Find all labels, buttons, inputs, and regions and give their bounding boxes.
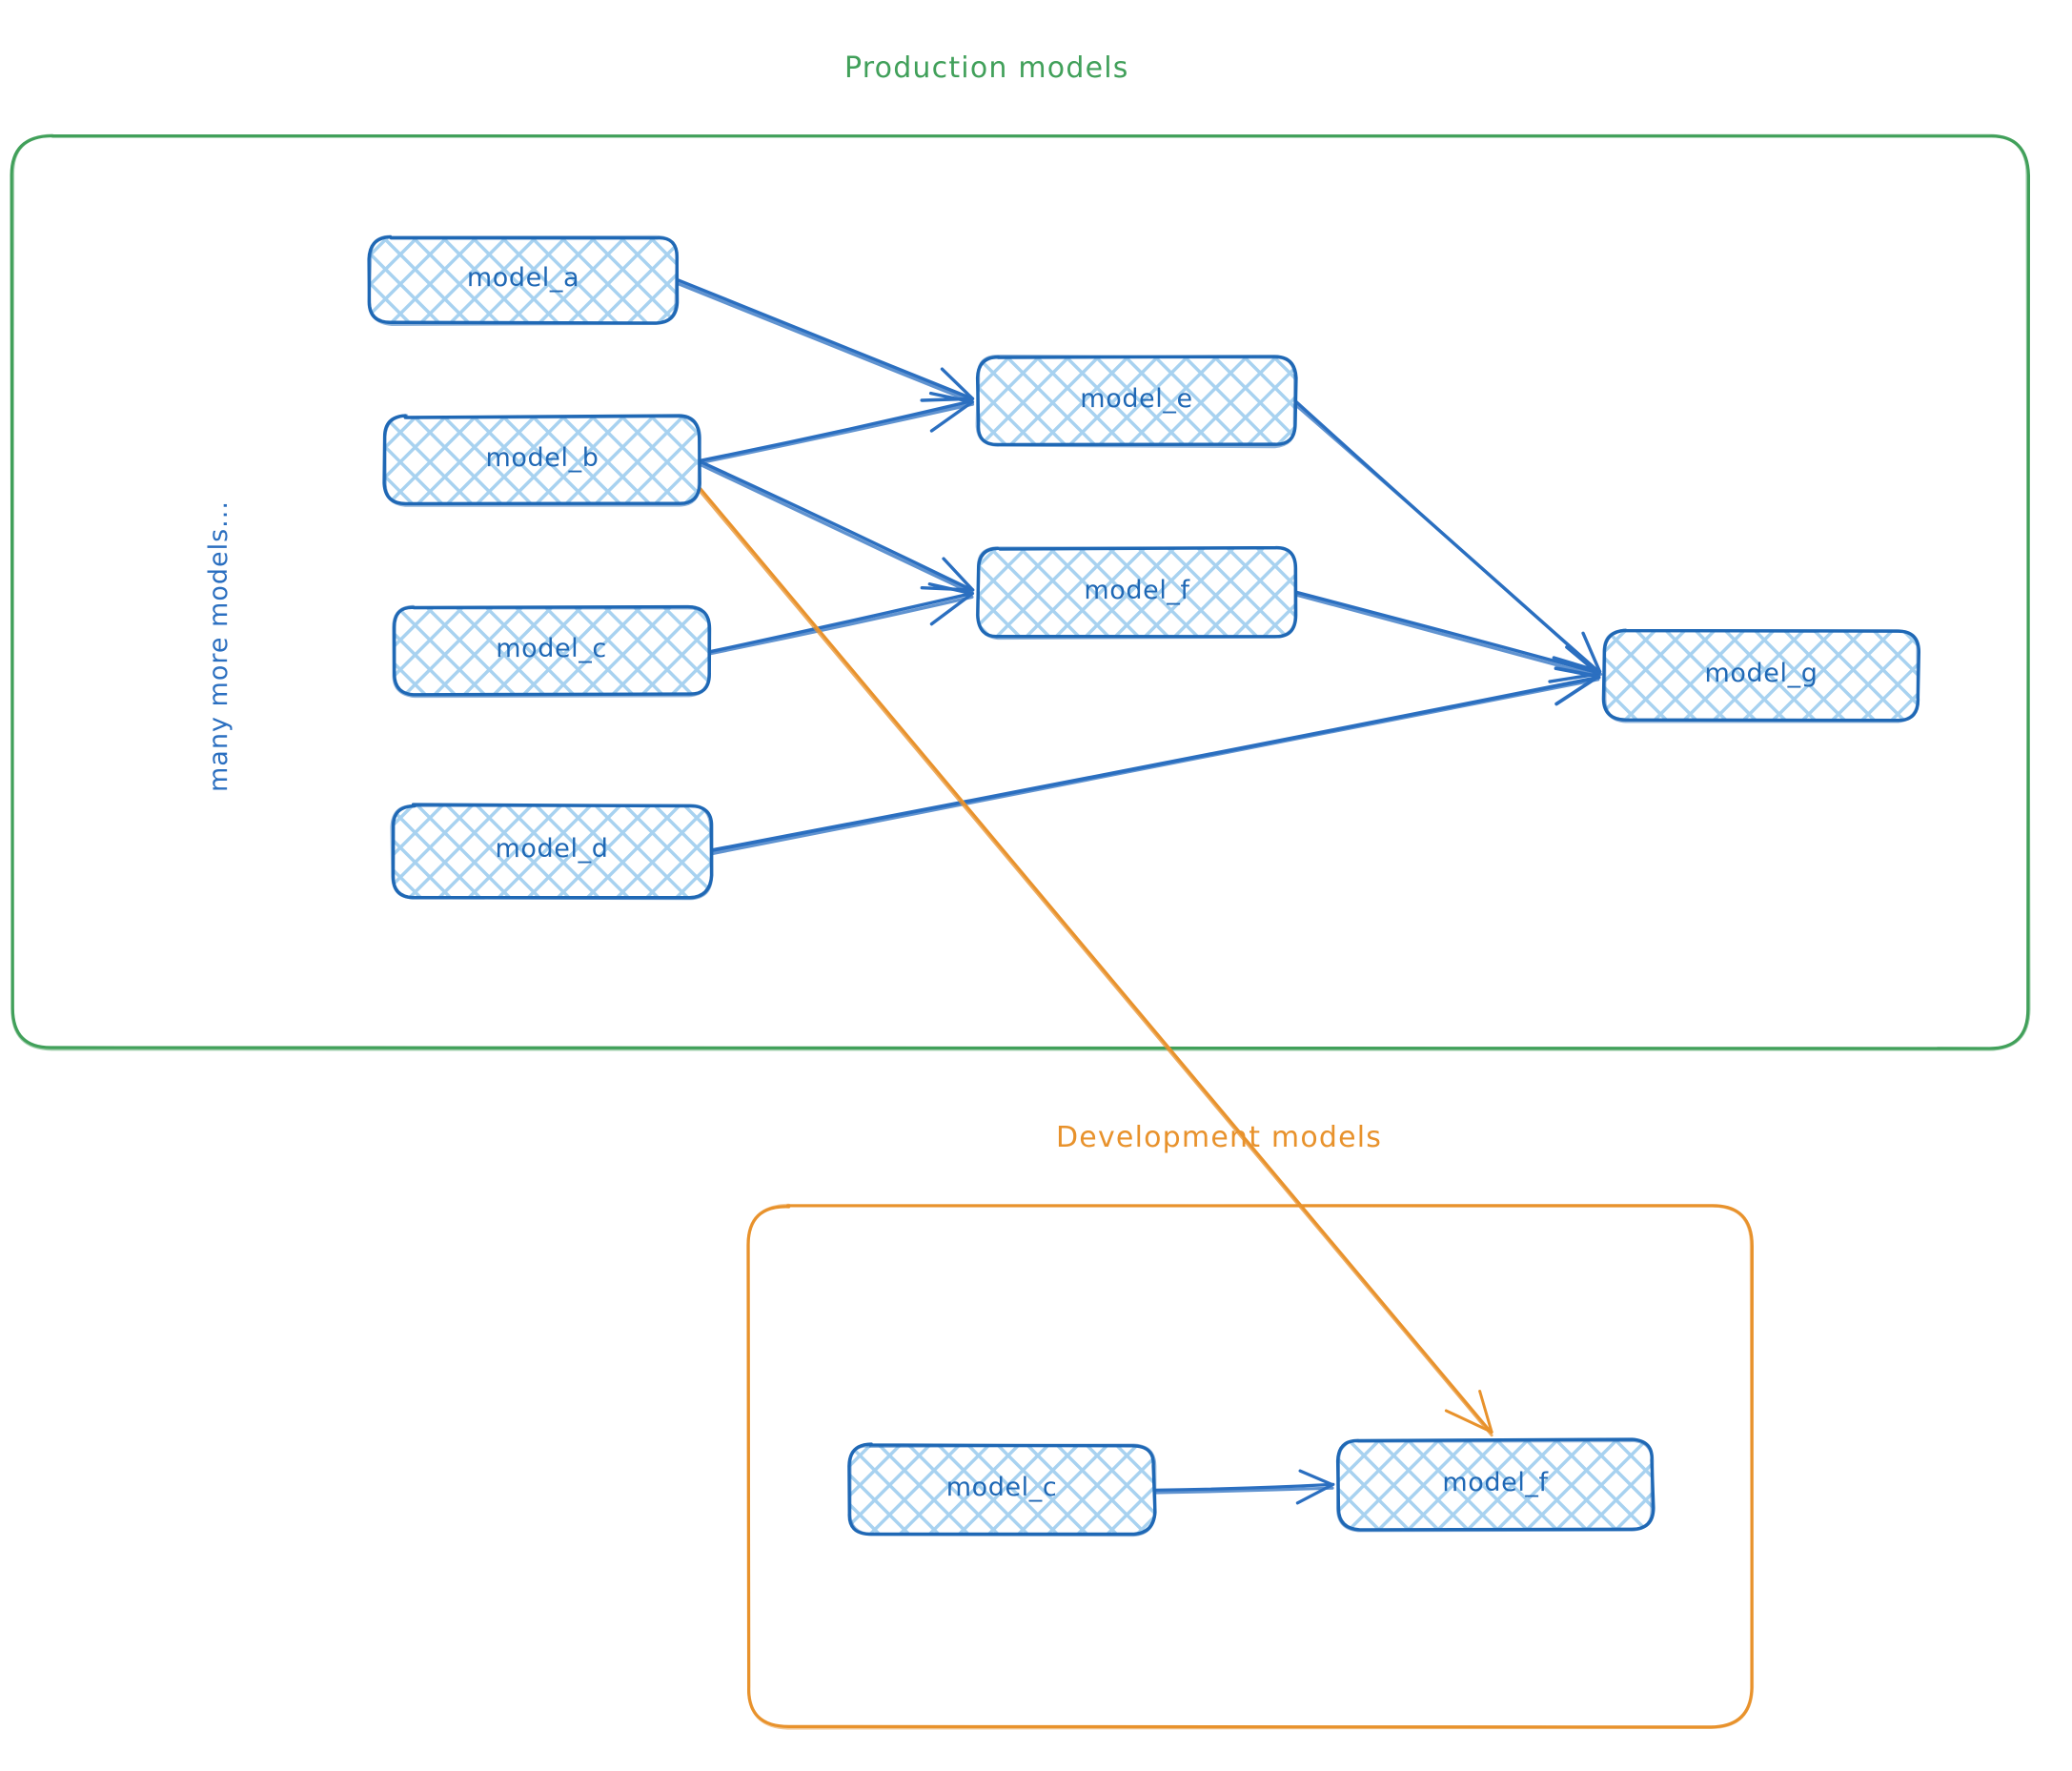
- node-label-prod_model_a: model_a: [466, 263, 580, 293]
- node-fill: [394, 607, 709, 695]
- group-container-production: [10, 133, 2031, 1051]
- node-border: [975, 545, 1298, 641]
- edge-d-to-g: [709, 666, 1601, 856]
- arrowhead-icon: [928, 391, 974, 433]
- node-border: [975, 355, 1298, 449]
- node-label-prod_model_e: model_e: [1080, 383, 1193, 414]
- node-fill: [1604, 631, 1919, 720]
- node-prod_model_e[interactable]: [975, 355, 1298, 449]
- node-label-dev_model_f: model_f: [1442, 1467, 1549, 1497]
- node-label-prod_model_b: model_b: [485, 443, 599, 473]
- node-prod_model_c[interactable]: [392, 604, 712, 699]
- node-prod_model_f[interactable]: [975, 545, 1298, 641]
- node-fill: [385, 417, 700, 504]
- node-fill: [1338, 1440, 1653, 1529]
- node-border: [1335, 1437, 1656, 1533]
- node-fill: [978, 356, 1295, 445]
- annotation-many-more-models: many more models...: [204, 500, 234, 792]
- edge-b-to-e: [697, 391, 975, 465]
- node-prod_model_d[interactable]: [390, 803, 714, 901]
- arrowhead-icon: [927, 582, 974, 626]
- edge-e-to-g: [1292, 398, 1603, 677]
- node-fill: [849, 1445, 1154, 1534]
- node-label-prod_model_c: model_c: [496, 634, 607, 663]
- node-fill: [393, 805, 711, 897]
- node-dev_model_f[interactable]: [1335, 1437, 1656, 1533]
- node-border: [392, 604, 712, 699]
- arrowhead-icon: [1444, 1390, 1493, 1434]
- node-dev_model_c[interactable]: [847, 1442, 1157, 1537]
- node-border: [382, 414, 701, 507]
- node-fill: [978, 548, 1296, 637]
- group-title-development: Development models: [1056, 1121, 1383, 1154]
- node-border: [367, 234, 680, 327]
- group-title-production: Production models: [844, 51, 1129, 85]
- node-border: [390, 803, 714, 901]
- arrowhead-icon: [1554, 666, 1601, 706]
- edge-c-to-f: [706, 582, 974, 656]
- node-label-prod_model_f: model_f: [1084, 575, 1190, 605]
- node-border: [847, 1442, 1157, 1537]
- group-container-development: [746, 1203, 1755, 1730]
- node-fill: [370, 237, 677, 323]
- edge-b-to-dev-f: [692, 478, 1493, 1437]
- node-label-dev_model_c: model_c: [945, 1472, 1058, 1502]
- edge-devc-to-devf: [1152, 1469, 1335, 1505]
- arrowhead-icon: [1295, 1469, 1334, 1505]
- node-prod_model_g[interactable]: [1601, 628, 1921, 723]
- node-label-prod_model_g: model_g: [1704, 658, 1818, 688]
- node-label-prod_model_d: model_d: [495, 834, 609, 864]
- node-prod_model_b[interactable]: [382, 414, 701, 507]
- node-prod_model_a[interactable]: [367, 234, 680, 327]
- node-border: [1601, 628, 1921, 723]
